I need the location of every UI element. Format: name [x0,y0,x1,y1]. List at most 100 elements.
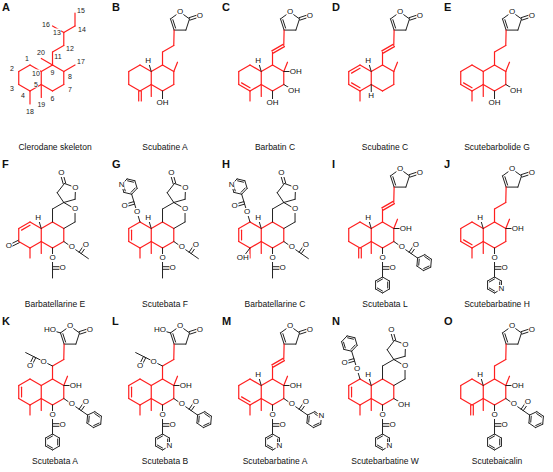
bond [242,397,250,402]
bond [250,85,261,92]
bond [483,399,484,411]
bond [238,72,239,85]
bond [163,242,174,249]
bond [536,423,541,426]
bond [495,434,502,438]
bond [499,439,500,445]
bond [272,52,273,65]
bond [272,44,283,51]
bond [129,399,140,406]
bond [155,438,156,446]
bond [128,229,129,242]
bond [461,85,472,92]
bond [151,222,162,229]
bond [383,85,394,92]
bond [352,345,357,351]
atom-label: O [279,264,286,272]
atom-label: H [365,214,372,222]
bond [273,222,284,229]
atom-label: O [291,205,298,213]
bond [272,366,273,379]
bond [495,379,506,386]
bond [360,85,371,92]
bond [174,30,186,31]
atom-label: O [491,254,498,262]
bond [376,434,383,438]
bond [80,253,88,259]
bond [267,445,272,448]
bond [53,399,64,406]
atom-label: O [40,358,47,366]
bond [41,386,42,399]
bond [140,242,151,249]
bond [140,399,151,406]
bond [261,72,262,85]
bond [460,72,461,85]
atom-label: OH [488,99,501,107]
bond [349,379,360,386]
bond [64,376,68,385]
bond [283,334,286,342]
atom-label: O [396,8,403,16]
bond [21,387,22,397]
bond [163,85,174,92]
bond [156,446,163,450]
atom-label: O [27,362,34,370]
atom-label: N [318,412,325,420]
atom-number: 9 [51,69,55,76]
bond [371,85,382,92]
compound-name: Scutebarbatine A [243,457,308,466]
bond [394,219,398,228]
bond [265,438,266,446]
bond [375,438,376,446]
compound-name: Scutebarbolide G [464,143,530,152]
bond [74,13,75,26]
bond [489,279,494,282]
bond [173,229,174,242]
bond [52,425,53,434]
bond [139,248,140,258]
bond [283,72,284,85]
atom-label: O [168,169,175,177]
atom-number: 3 [10,85,14,92]
compound-name: Scutebata A [32,457,78,466]
atom-label: O [510,400,517,408]
bond [383,434,390,438]
bond [156,434,163,438]
bond [238,229,239,242]
bond [472,399,483,406]
bond [41,85,42,98]
atom-label: O [269,254,276,262]
atom-label: O [178,400,185,408]
bond [387,282,388,288]
bond [242,188,247,194]
bond [425,255,432,260]
compound-name: Barbatin C [255,143,295,152]
bond [53,222,64,229]
bond [371,386,372,399]
atom-label: O [528,326,535,334]
atom-label: OH [399,225,412,233]
atom-label: O [49,254,56,262]
bond [129,379,140,386]
atom-label: O [196,326,203,334]
bond [87,423,94,428]
bond [518,19,522,30]
bond [174,376,178,385]
bond [41,399,52,406]
atom-label: O [286,322,293,330]
atom-label: O [231,202,238,210]
bond [173,72,174,85]
bond [261,379,272,386]
bond [348,229,349,242]
bond [41,222,52,229]
bond [417,266,424,271]
bond [163,65,174,72]
bond [537,414,542,417]
bond [472,85,483,92]
bond [52,366,53,379]
atom-number: 17 [77,58,85,65]
bond [389,281,390,289]
atom-label: O [402,341,409,349]
bond [483,386,484,399]
